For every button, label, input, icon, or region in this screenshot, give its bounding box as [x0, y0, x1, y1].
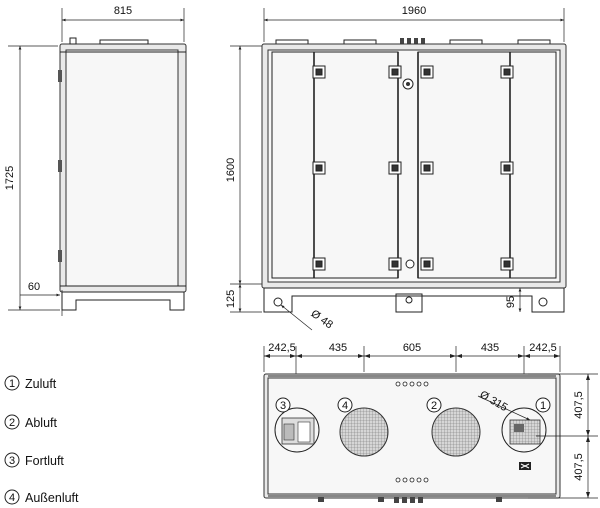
top-seg3-label: 605	[403, 342, 421, 354]
foot-offset-label: 60	[28, 281, 40, 293]
front-height-label: 1600	[225, 158, 237, 182]
front-view: 1960 1600 125	[225, 5, 567, 332]
duct-fortluft	[274, 407, 320, 453]
legend-item-zuluft: 1 Zuluft	[4, 375, 57, 391]
legend-label: Außenluft	[25, 491, 79, 505]
top-depth1-label: 407,5	[573, 391, 585, 419]
top-seg2-label: 435	[329, 342, 347, 354]
door-latches	[312, 65, 514, 271]
svg-text:2: 2	[9, 417, 15, 429]
svg-text:4: 4	[9, 492, 15, 504]
top-seg5-label: 242,5	[529, 342, 557, 354]
legend-label: Abluft	[25, 416, 57, 430]
side-view: 815 1725 60	[4, 5, 187, 316]
duct-abluft	[431, 407, 481, 457]
top-view: 242,5 435 605 435 242,5 3	[263, 342, 598, 503]
svg-text:3: 3	[280, 400, 286, 412]
legend-item-aussenluft: 4 Außenluft	[4, 489, 79, 505]
port-marker-1: 1	[535, 397, 551, 413]
top-seg4-label: 435	[481, 342, 499, 354]
svg-text:2: 2	[431, 400, 437, 412]
port-marker-4: 4	[337, 397, 353, 413]
legend-label: Zuluft	[25, 377, 57, 391]
side-width-label: 815	[114, 5, 132, 17]
top-seg1-label: 242,5	[268, 342, 296, 354]
svg-text:4: 4	[342, 400, 348, 412]
legend-item-fortluft: 3 Fortluft	[4, 452, 64, 468]
top-connectors	[400, 38, 425, 45]
front-width-label: 1960	[402, 5, 426, 17]
svg-text:1: 1	[9, 378, 15, 390]
top-depth2-label: 407,5	[573, 453, 585, 481]
drain-height-label: 95	[505, 296, 517, 308]
legend: 1 Zuluft 2 Abluft 3 Fortluft 4 Außenluft	[4, 375, 79, 505]
side-height-label: 1725	[4, 166, 16, 190]
svg-text:3: 3	[9, 455, 15, 467]
legend-label: Fortluft	[25, 454, 64, 468]
port-marker-2: 2	[426, 397, 442, 413]
drain-diameter-label: Ø 48	[309, 308, 335, 332]
port-marker-3: 3	[275, 397, 291, 413]
duct-aussenluft	[339, 407, 389, 457]
base-height-label: 125	[225, 290, 237, 308]
svg-text:1: 1	[540, 400, 546, 412]
legend-item-abluft: 2 Abluft	[4, 414, 57, 430]
duct-zuluft	[501, 407, 547, 453]
